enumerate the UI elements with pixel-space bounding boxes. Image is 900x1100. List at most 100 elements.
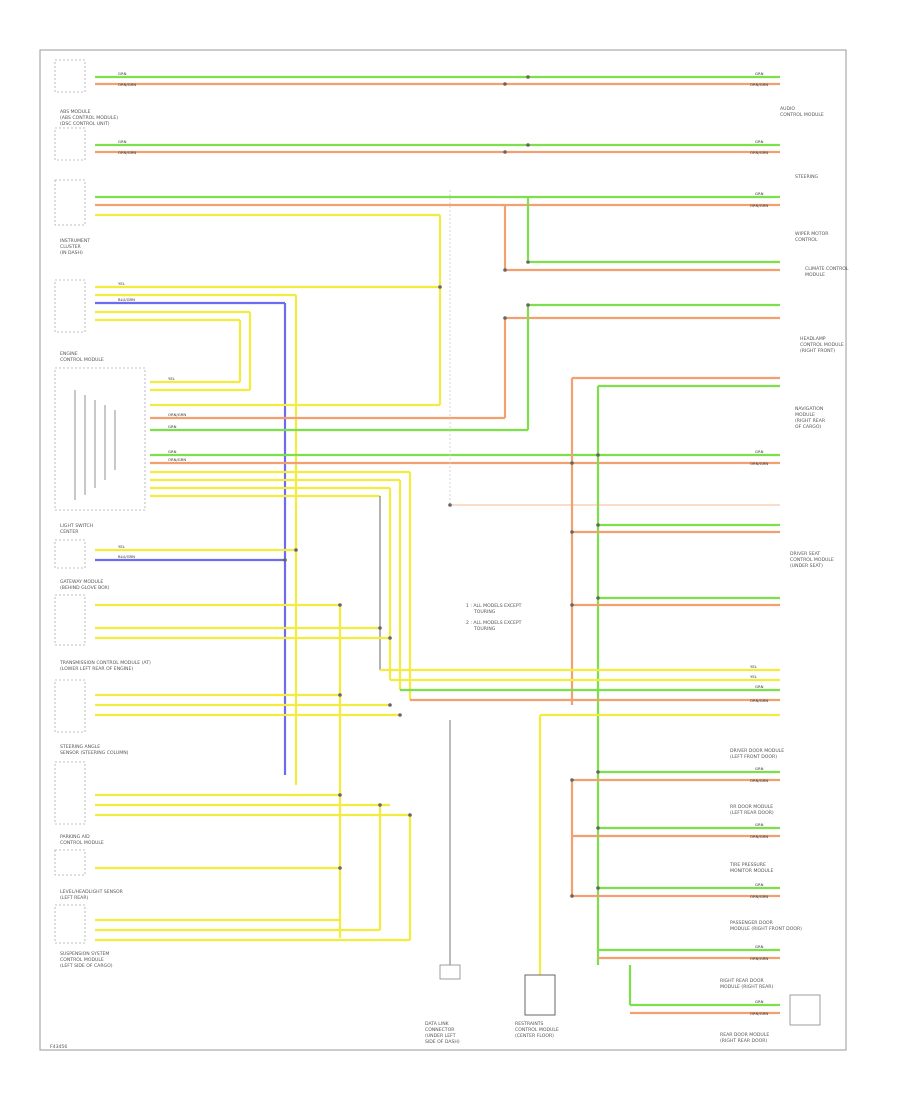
svg-text:1 : ALL MODELS EXCEPT: 1 : ALL MODELS EXCEPT [466,603,522,609]
svg-text:(LEFT SIDE OF CARGO): (LEFT SIDE OF CARGO) [60,963,113,969]
svg-text:ABS MODULE: ABS MODULE [60,109,91,115]
left-connectors [54,59,146,944]
svg-text:GATEWAY MODULE: GATEWAY MODULE [60,579,103,585]
svg-text:DRIVER SEAT: DRIVER SEAT [790,551,820,557]
svg-text:MODULE (RIGHT REAR): MODULE (RIGHT REAR) [720,984,773,990]
svg-text:CONTROL MODULE: CONTROL MODULE [60,357,104,363]
label-engine-module: ENGINE CONTROL MODULE [60,351,104,363]
svg-text:CLUSTER: CLUSTER [60,244,82,250]
svg-text:(LEFT FRONT DOOR): (LEFT FRONT DOOR) [730,754,777,760]
splice-dots [283,75,600,898]
label-abs-module: ABS MODULE (ABS CONTROL MODULE) (DSC CON… [60,109,118,127]
svg-text:CONTROL MODULE: CONTROL MODULE [790,557,834,563]
svg-text:SIDE OF DASH): SIDE OF DASH) [425,1039,460,1045]
svg-text:AUDIO: AUDIO [780,106,795,112]
svg-text:STEERING: STEERING [795,174,819,180]
label-instrument-cluster: INSTRUMENT CLUSTER (IN DASH) [60,238,90,256]
svg-text:MODULE: MODULE [795,412,815,418]
svg-text:GRN: GRN [755,71,764,76]
svg-text:OF CARGO): OF CARGO) [795,424,821,430]
svg-text:GRN: GRN [755,822,764,827]
svg-text:(BEHIND GLOVE BOX): (BEHIND GLOVE BOX) [60,585,110,591]
svg-text:GRN: GRN [118,139,127,144]
svg-text:ORN/GRN: ORN/GRN [750,461,768,466]
svg-text:CONTROL MODULE: CONTROL MODULE [515,1027,559,1033]
label-r-lf-door: RIGHT REAR DOOR MODULE (RIGHT REAR) [720,978,773,990]
label-sus-module: SUSPENSION SYSTEM CONTROL MODULE (LEFT S… [60,951,113,969]
label-trans-module: TRANSMISSION CONTROL MODULE (AT) (LOWER … [59,660,151,672]
svg-text:GRN: GRN [118,71,127,76]
svg-text:ORN/GRN: ORN/GRN [168,412,186,417]
wires [74,75,780,1015]
svg-text:YEL: YEL [168,376,176,381]
svg-text:(LEFT REAR): (LEFT REAR) [60,895,89,901]
svg-text:STEERING ANGLE: STEERING ANGLE [60,744,100,750]
svg-text:CLIMATE CONTROL: CLIMATE CONTROL [805,266,849,272]
svg-text:ORN/GRN: ORN/GRN [750,698,768,703]
svg-text:(RIGHT FRONT): (RIGHT FRONT) [800,348,835,354]
svg-text:GRN: GRN [168,449,177,454]
label-light-switch: LIGHT SWITCH CENTER [60,523,93,535]
svg-text:PASSENGER DOOR: PASSENGER DOOR [730,920,774,926]
svg-text:CONTROL: CONTROL [795,237,818,243]
svg-text:BLU/GRN: BLU/GRN [118,554,135,559]
svg-text:YEL: YEL [750,674,758,679]
svg-text:LIGHT SWITCH: LIGHT SWITCH [60,523,93,529]
svg-text:YEL: YEL [118,281,126,286]
svg-text:CONTROL MODULE: CONTROL MODULE [800,342,844,348]
svg-text:GRN: GRN [755,449,764,454]
footer-id: F43456 [50,1044,67,1050]
label-r-wiper: WIPER MOTOR CONTROL [795,231,829,243]
label-restraint-module: RESTRAINTS CONTROL MODULE (CENTER FLOOR) [515,1021,559,1039]
svg-text:GRN: GRN [755,882,764,887]
svg-text:SENSOR (STEERING COLUMN): SENSOR (STEERING COLUMN) [60,750,129,756]
label-r-door-rf: PASSENGER DOOR MODULE (RIGHT FRONT DOOR) [730,920,802,932]
svg-text:(LEFT REAR DOOR): (LEFT REAR DOOR) [730,810,774,816]
label-parking-aid: PARKING AID CONTROL MODULE [60,834,104,846]
label-r-rear-ctl: REAR DOOR MODULE (RIGHT REAR DOOR) [720,1032,769,1044]
label-r-tire: TIRE PRESSURE MONITOR MODULE [729,862,773,874]
svg-text:ORN/GRN: ORN/GRN [750,82,768,87]
svg-text:MODULE (RIGHT FRONT DOOR): MODULE (RIGHT FRONT DOOR) [730,926,802,932]
svg-text:(RIGHT REAR: (RIGHT REAR [795,418,826,424]
label-data-link-connector: DATA LINK CONNECTOR (UNDER LEFT SIDE OF … [425,1021,460,1045]
label-gateway: GATEWAY MODULE (BEHIND GLOVE BOX) [60,579,110,591]
svg-text:REAR DOOR MODULE: REAR DOOR MODULE [720,1032,769,1038]
label-r-climate: CLIMATE CONTROL MODULE [805,266,849,278]
label-r-seat: DRIVER SEAT CONTROL MODULE (UNDER SEAT) [790,551,834,569]
svg-text:CONTROL MODULE: CONTROL MODULE [60,957,104,963]
bottom-connectors [439,964,821,1026]
svg-text:DRIVER DOOR MODULE: DRIVER DOOR MODULE [730,748,784,754]
svg-text:ORN/GRN: ORN/GRN [750,834,768,839]
svg-text:(UNDER SEAT): (UNDER SEAT) [790,563,823,569]
svg-text:TOURING: TOURING [473,626,496,632]
label-r-door-rr: RR DOOR MODULE (LEFT REAR DOOR) [730,804,774,816]
svg-text:CONTROL MODULE: CONTROL MODULE [60,840,104,846]
label-r-headlamp: HEADLAMP CONTROL MODULE (RIGHT FRONT) [800,336,844,354]
svg-text:GRN: GRN [755,139,764,144]
label-steering-angle: STEERING ANGLE SENSOR (STEERING COLUMN) [60,744,129,756]
svg-text:TRANSMISSION CONTROL MODULE (A: TRANSMISSION CONTROL MODULE (AT) [59,660,151,666]
notes: 1 : ALL MODELS EXCEPT TOURING 2 : ALL MO… [466,603,522,632]
svg-text:ORN/GRN: ORN/GRN [168,457,186,462]
svg-text:SUSPENSION SYSTEM: SUSPENSION SYSTEM [60,951,109,957]
svg-text:(RIGHT REAR DOOR): (RIGHT REAR DOOR) [720,1038,767,1044]
svg-text:HEADLAMP: HEADLAMP [800,336,826,342]
svg-text:BLU/GRN: BLU/GRN [118,297,135,302]
svg-text:GRN: GRN [168,424,177,429]
svg-text:ORN/GRN: ORN/GRN [750,203,768,208]
svg-text:GRN: GRN [755,191,764,196]
label-r-steering: STEERING [795,174,819,180]
svg-text:PARKING AID: PARKING AID [60,834,90,840]
svg-text:ENGINE: ENGINE [60,351,78,357]
svg-text:INSTRUMENT: INSTRUMENT [60,238,90,244]
svg-text:(IN DASH): (IN DASH) [60,250,83,256]
svg-text:ORN/GRN: ORN/GRN [750,956,768,961]
svg-text:(DSC CONTROL UNIT): (DSC CONTROL UNIT) [60,121,110,127]
svg-text:(LOWER LEFT REAR OF ENGINE): (LOWER LEFT REAR OF ENGINE) [60,666,133,672]
svg-text:2 : ALL MODELS EXCEPT: 2 : ALL MODELS EXCEPT [466,620,522,626]
svg-text:GRN: GRN [755,684,764,689]
svg-text:ORN/GRN: ORN/GRN [750,150,768,155]
svg-text:RIGHT REAR DOOR: RIGHT REAR DOOR [720,978,764,984]
